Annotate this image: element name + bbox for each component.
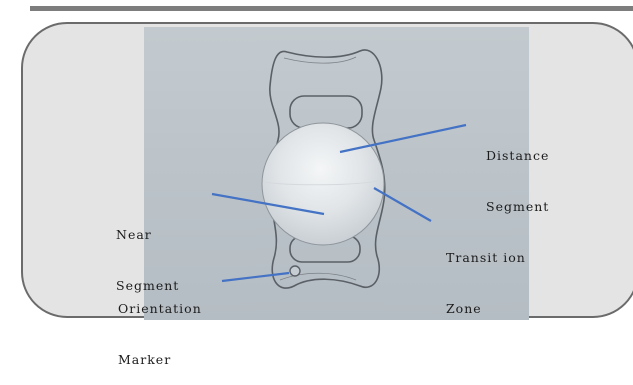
orientation-leader-line — [222, 273, 289, 281]
distance-segment-label-line1: Distance — [486, 147, 549, 164]
transition-zone-label-line1: Transit ion — [446, 249, 526, 266]
orientation-marker-label: Orientation Marker — [118, 266, 202, 385]
distance-segment-label-line2: Segment — [486, 198, 549, 215]
orientation-marker-label-line1: Orientation — [118, 300, 202, 317]
transition-zone-label-line2: Zone — [446, 300, 526, 317]
orientation-marker-label-line2: Marker — [118, 351, 202, 368]
orientation-marker-dot — [290, 266, 300, 276]
transition-zone-label: Transit ion Zone — [446, 215, 526, 334]
near-segment-label-line1: Near — [116, 226, 179, 243]
